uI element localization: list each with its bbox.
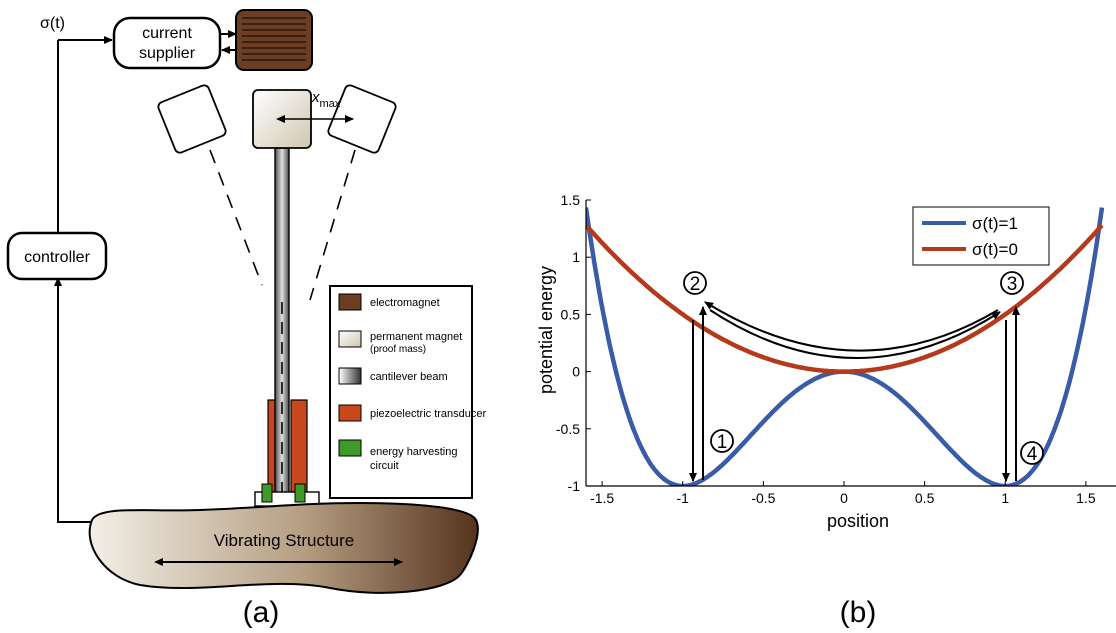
x-tick-label: -1.5 xyxy=(590,490,614,506)
panel-b-label: (b) xyxy=(840,596,877,629)
controller-box xyxy=(6,231,108,281)
x-tick-label: -0.5 xyxy=(751,490,775,506)
axes: -1.5 -1 -0.5 0 0.5 1 1.5 -1 -0.5 0 0.5 1 1.5 xyxy=(556,192,1116,506)
legend-label-sigma-1: σ(t)=1 xyxy=(972,214,1018,233)
y-tick-label: 0.5 xyxy=(561,306,581,322)
feedback-wire xyxy=(54,277,92,523)
harvester-right xyxy=(294,483,306,503)
legend-item-cantilever-beam: cantilever beam xyxy=(338,367,448,385)
y-axis-label: potential energy xyxy=(536,266,556,394)
svg-text:electromagnet: electromagnet xyxy=(370,297,440,309)
svg-text:piezoelectric transducer: piezoelectric transducer xyxy=(370,408,487,420)
legend-label-sigma-0: σ(t)=0 xyxy=(972,240,1018,259)
arrow-3-to-2 xyxy=(704,301,999,352)
electromagnet xyxy=(235,9,313,71)
piezo-right xyxy=(290,399,308,493)
svg-text:(proof mass): (proof mass) xyxy=(370,344,426,355)
legend-item-permanent-magnet: permanent magnet (proof mass) xyxy=(338,330,462,355)
vibrating-structure-label: Vibrating Structure xyxy=(214,531,354,550)
legend-item-electromagnet: electromagnet xyxy=(338,293,440,311)
plot-legend: σ(t)=1 σ(t)=0 xyxy=(912,206,1050,266)
magnet-deflected-left xyxy=(157,84,227,154)
component-legend: electromagnet permanent magnet (proof ma… xyxy=(329,285,487,499)
svg-text:energy harvesting: energy harvesting xyxy=(370,446,457,458)
y-tick-label: -0.5 xyxy=(556,421,580,437)
x-tick-label: 1 xyxy=(1001,490,1009,506)
controller-label: controller xyxy=(24,249,90,266)
legend-item-energy-harvesting-circuit: energy harvesting circuit xyxy=(338,439,457,472)
current-supplier-line1: current xyxy=(142,25,192,42)
y-tick-label: 0 xyxy=(572,364,580,380)
legend-item-piezoelectric-transducer: piezoelectric transducer xyxy=(338,404,487,422)
x-tick-label: 0.5 xyxy=(915,490,935,506)
panel-a: σ(t) controller current supplier xyxy=(6,9,487,629)
current-supplier-box xyxy=(112,16,222,70)
y-tick-label: 1.5 xyxy=(561,192,581,208)
vibrating-structure xyxy=(88,501,479,594)
svg-text:permanent magnet: permanent magnet xyxy=(370,331,462,343)
svg-text:3: 3 xyxy=(1007,274,1018,295)
arrow-2-to-3 xyxy=(709,309,1001,359)
x-tick-label: 1.5 xyxy=(1076,490,1096,506)
svg-text:1: 1 xyxy=(717,432,728,453)
harvester-left xyxy=(261,483,273,503)
svg-text:4: 4 xyxy=(1027,444,1038,465)
x-tick-label: -1 xyxy=(677,490,690,506)
transition-arrows xyxy=(689,301,1020,482)
marker-3: 3 xyxy=(1000,271,1024,295)
sigma-label: σ(t) xyxy=(40,15,65,32)
beam-path-left xyxy=(209,149,263,286)
beam-path-right xyxy=(309,149,356,301)
magnet-deflected-right xyxy=(327,84,397,154)
y-tick-label: 1 xyxy=(572,249,580,265)
panel-a-label: (a) xyxy=(243,596,280,629)
y-tick-label: -1 xyxy=(568,478,581,494)
x-tick-label: 0 xyxy=(840,490,848,506)
marker-4: 4 xyxy=(1020,441,1044,465)
svg-text:circuit: circuit xyxy=(370,460,399,472)
marker-1: 1 xyxy=(710,429,734,453)
current-supplier-line2: supplier xyxy=(139,45,196,62)
xmax-label: xmax xyxy=(311,89,341,110)
panel-b: -1.5 -1 -0.5 0 0.5 1 1.5 -1 -0.5 0 0.5 1 1.5 2 3 1 xyxy=(536,192,1116,629)
x-axis-label: position xyxy=(827,511,889,531)
marker-2: 2 xyxy=(683,271,707,295)
svg-text:2: 2 xyxy=(690,274,701,295)
svg-text:cantilever beam: cantilever beam xyxy=(370,371,448,383)
